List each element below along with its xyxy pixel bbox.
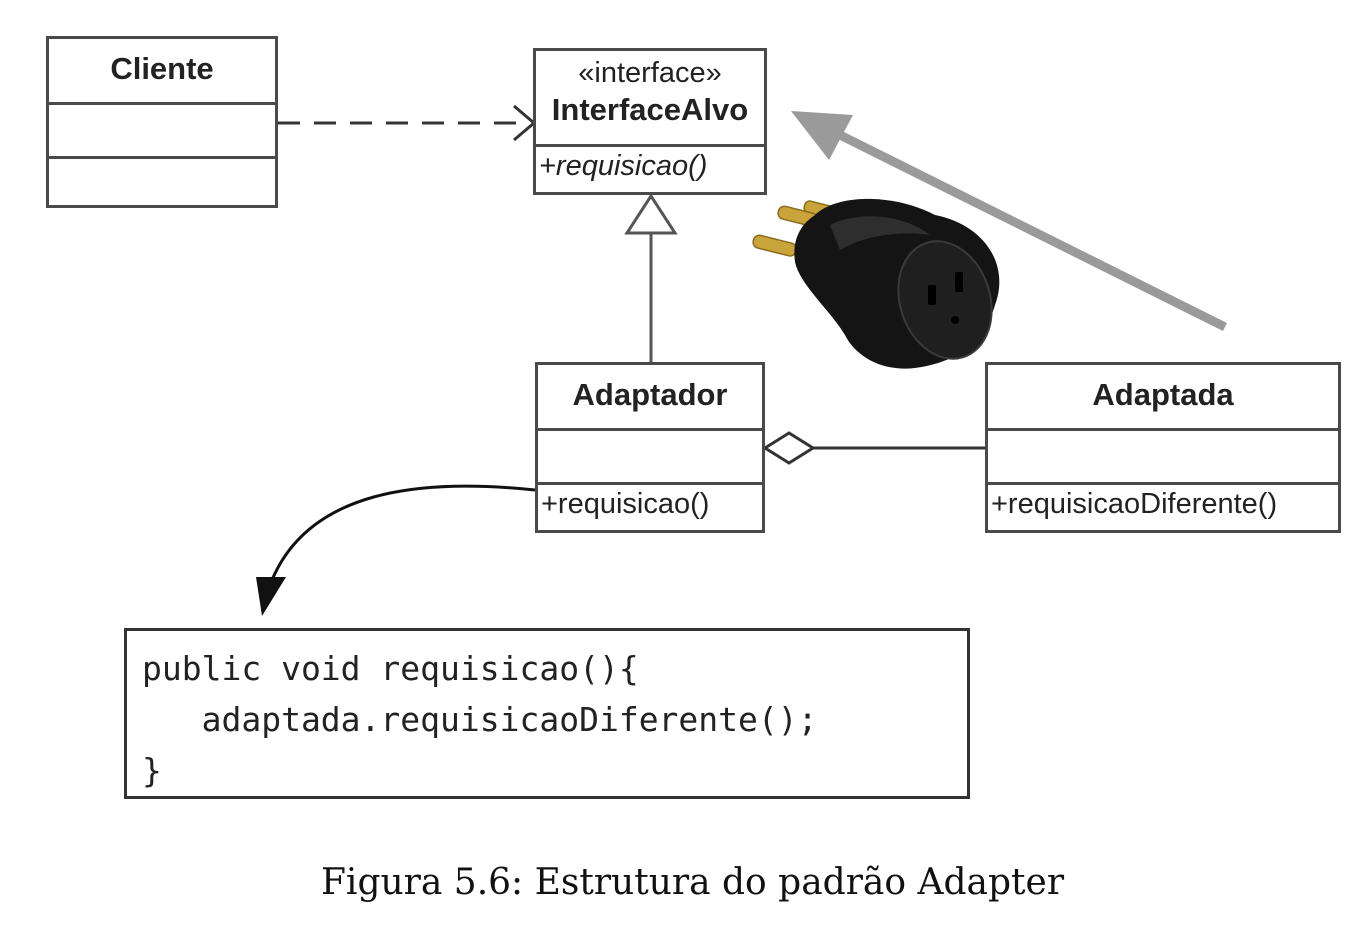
class-interface-alvo-methods: +requisicao() <box>536 144 764 192</box>
class-interface-alvo: «interface» InterfaceAlvo +requisicao() <box>533 48 767 195</box>
class-interface-alvo-name-compartment: «interface» InterfaceAlvo <box>536 51 764 144</box>
class-adaptador-methods: +requisicao() <box>538 482 762 530</box>
interface-alvo-method: +requisicao() <box>539 150 708 182</box>
class-adaptada-name: Adaptada <box>1092 377 1234 412</box>
class-adaptador-name: Adaptador <box>572 377 728 412</box>
class-adaptada-name-compartment: Adaptada <box>988 365 1338 428</box>
dependency-arrow <box>278 104 537 142</box>
class-cliente-name-compartment: Cliente <box>49 39 275 102</box>
class-adaptada-methods: +requisicaoDiferente() <box>988 482 1338 530</box>
code-snippet: public void requisicao(){ adaptada.requi… <box>124 628 970 799</box>
figure-caption: Figura 5.6: Estrutura do padrão Adapter <box>320 862 1065 903</box>
class-adaptador: Adaptador +requisicao() <box>535 362 765 533</box>
class-cliente-attributes <box>49 102 275 156</box>
class-adaptador-name-compartment: Adaptador <box>538 365 762 428</box>
interface-stereotype: «interface» <box>578 57 722 89</box>
highlight-arrow <box>791 111 1228 332</box>
adaptador-method: +requisicao() <box>541 488 710 520</box>
curved-arrow <box>256 484 536 616</box>
realization-arrow <box>624 193 678 362</box>
class-adaptador-attributes <box>538 428 762 482</box>
code-line-3: } <box>142 751 162 790</box>
class-cliente-methods <box>49 156 275 205</box>
class-interface-alvo-name: InterfaceAlvo <box>551 92 749 127</box>
class-cliente-name: Cliente <box>110 51 214 86</box>
plug-adapter-icon <box>752 198 1000 369</box>
aggregation-line <box>762 431 986 465</box>
code-line-1: public void requisicao(){ <box>142 649 639 688</box>
class-cliente: Cliente <box>46 36 278 208</box>
code-line-2: adaptada.requisicaoDiferente(); <box>142 700 818 739</box>
class-adaptada: Adaptada +requisicaoDiferente() <box>985 362 1341 533</box>
class-adaptada-attributes <box>988 428 1338 482</box>
adaptada-method: +requisicaoDiferente() <box>991 488 1278 520</box>
